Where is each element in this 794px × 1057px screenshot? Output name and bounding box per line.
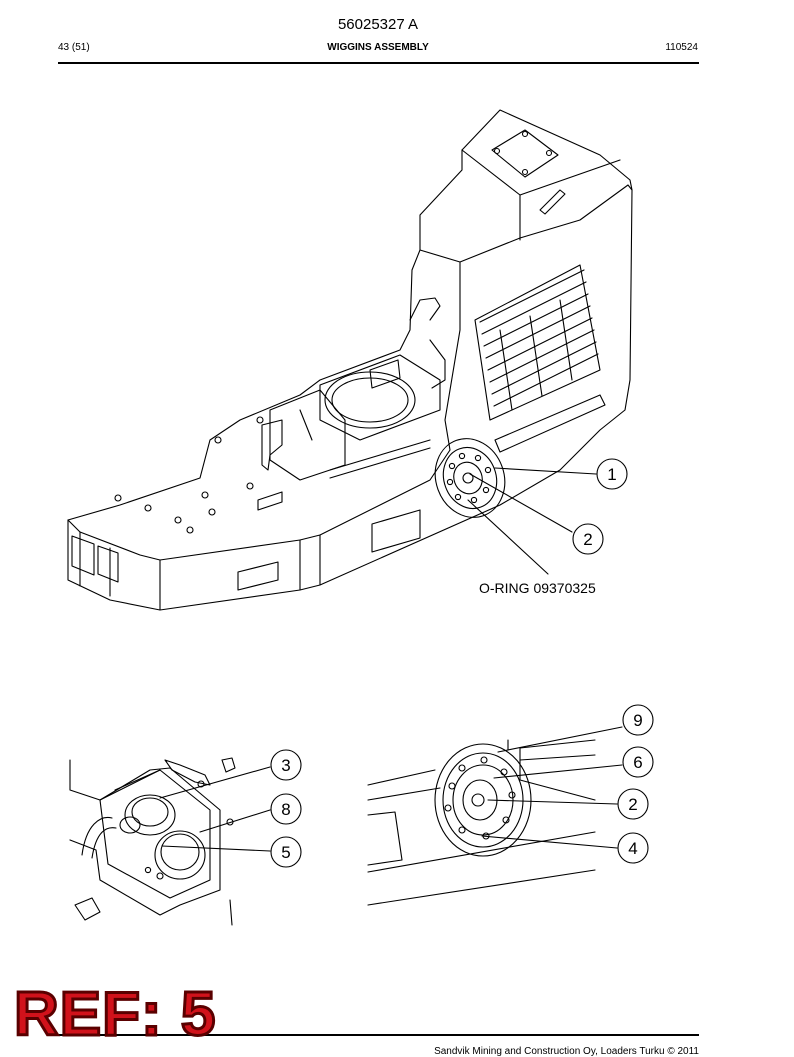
left-detail-leaders (159, 766, 271, 852)
callout-label: 2 (628, 795, 637, 814)
o-ring-note: O-RING 09370325 (479, 580, 596, 596)
page-number: 43 (51) (58, 42, 90, 53)
callout-label: 3 (281, 756, 290, 775)
header-divider (58, 62, 699, 64)
callout-circle (622, 746, 654, 778)
callout-circle (572, 523, 604, 555)
machine-body-drawing (67, 109, 633, 611)
callout-circle (617, 832, 649, 864)
date-code: 110524 (665, 42, 698, 53)
callout-circle (617, 788, 649, 820)
callout-label: 8 (281, 800, 290, 819)
callout-circle (270, 836, 302, 868)
callout-label: 1 (607, 465, 616, 484)
callout-circle (596, 458, 628, 490)
callout-label: 6 (633, 753, 642, 772)
reference-stamp: REF: 5 (12, 980, 217, 1049)
callout-label: 4 (628, 839, 637, 858)
document-number: 56025327 A (337, 16, 419, 33)
right-detail-leaders (481, 726, 623, 849)
copyright-notice: Sandvik Mining and Construction Oy, Load… (434, 1046, 699, 1057)
callout-circle (622, 704, 654, 736)
callout-label: 2 (583, 530, 592, 549)
left-detail-drawing (69, 757, 236, 926)
callout-circle (270, 749, 302, 781)
right-detail-drawing (367, 739, 596, 906)
callout-circle (270, 793, 302, 825)
callout-label: 9 (633, 711, 642, 730)
assembly-title: WIGGINS ASSEMBLY (327, 42, 429, 53)
callout-label: 5 (281, 843, 290, 862)
footer-divider (58, 1034, 699, 1036)
main-view-leaders (467, 467, 597, 575)
